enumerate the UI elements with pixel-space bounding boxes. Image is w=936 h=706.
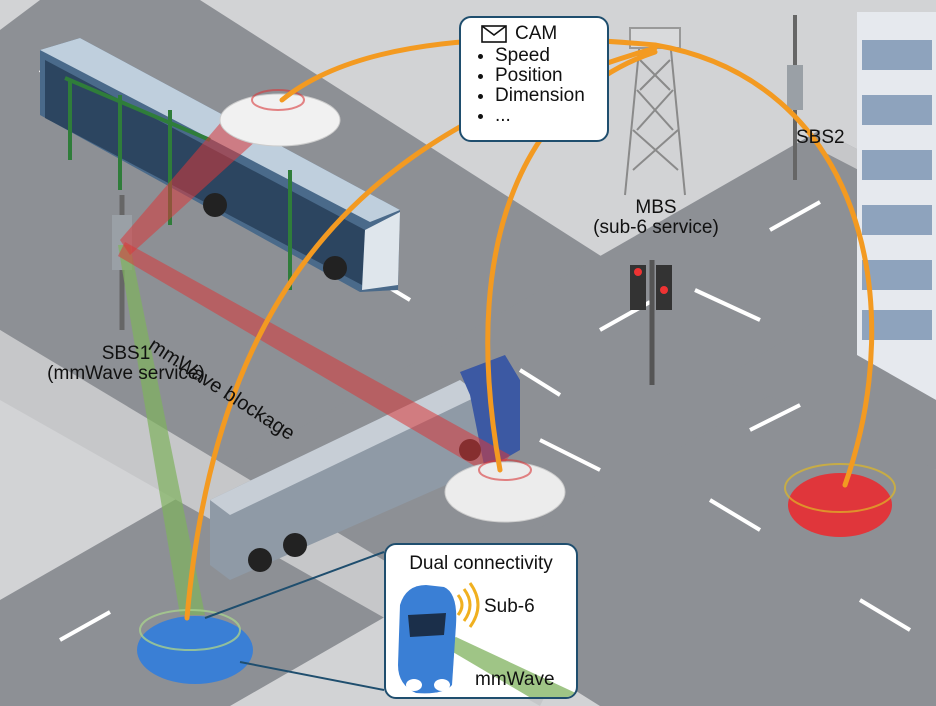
mmwave-blocked-link-truck-car <box>118 242 510 478</box>
inset-mmwave-beam <box>441 637 576 697</box>
inset-mmwave-label: mmWave <box>475 669 555 690</box>
inset-connector-bottom <box>239 661 385 691</box>
cam-field-item: ... <box>495 106 597 126</box>
mbs-name: MBS <box>635 197 677 218</box>
cam-title: CAM <box>515 23 558 44</box>
inset-blue-car <box>398 585 457 694</box>
cam-message-box: CAM Speed Position Dimension ... <box>459 16 609 142</box>
envelope-icon <box>481 25 507 43</box>
cam-title-row: CAM <box>481 24 597 44</box>
cam-field-item: Dimension <box>495 86 597 106</box>
sbs1-service: (mmWave service) <box>47 363 205 384</box>
mmwave-link-green <box>118 245 205 615</box>
red-car <box>784 463 896 537</box>
cam-field-item: Position <box>495 66 597 86</box>
sub6-wave-icon <box>456 582 480 628</box>
sbs1-label: SBS1 (mmWave service) <box>28 344 224 384</box>
sbs1-name: SBS1 <box>101 343 151 364</box>
white-car-top <box>219 89 341 147</box>
building <box>857 12 936 400</box>
sbs2-tower <box>787 15 803 180</box>
mbs-service: (sub-6 service) <box>593 217 719 238</box>
dual-connectivity-inset: Dual connectivity Sub-6 mmWave <box>384 543 578 699</box>
mbs-label: MBS (sub-6 service) <box>582 198 730 238</box>
sbs2-label: SBS2 <box>796 127 845 148</box>
cam-field-item: Speed <box>495 46 597 66</box>
sub6-link-white-car-bottom <box>485 49 658 473</box>
sub6-link-red-car <box>652 42 875 488</box>
truck <box>210 355 520 580</box>
inset-connector-top <box>204 551 385 619</box>
white-car-bottom <box>444 459 566 523</box>
inset-illustration <box>398 582 576 697</box>
traffic-light <box>630 260 672 385</box>
inset-title: Dual connectivity <box>409 553 553 574</box>
inset-sub6-label: Sub-6 <box>484 596 535 617</box>
cam-field-list: Speed Position Dimension ... <box>471 46 597 126</box>
